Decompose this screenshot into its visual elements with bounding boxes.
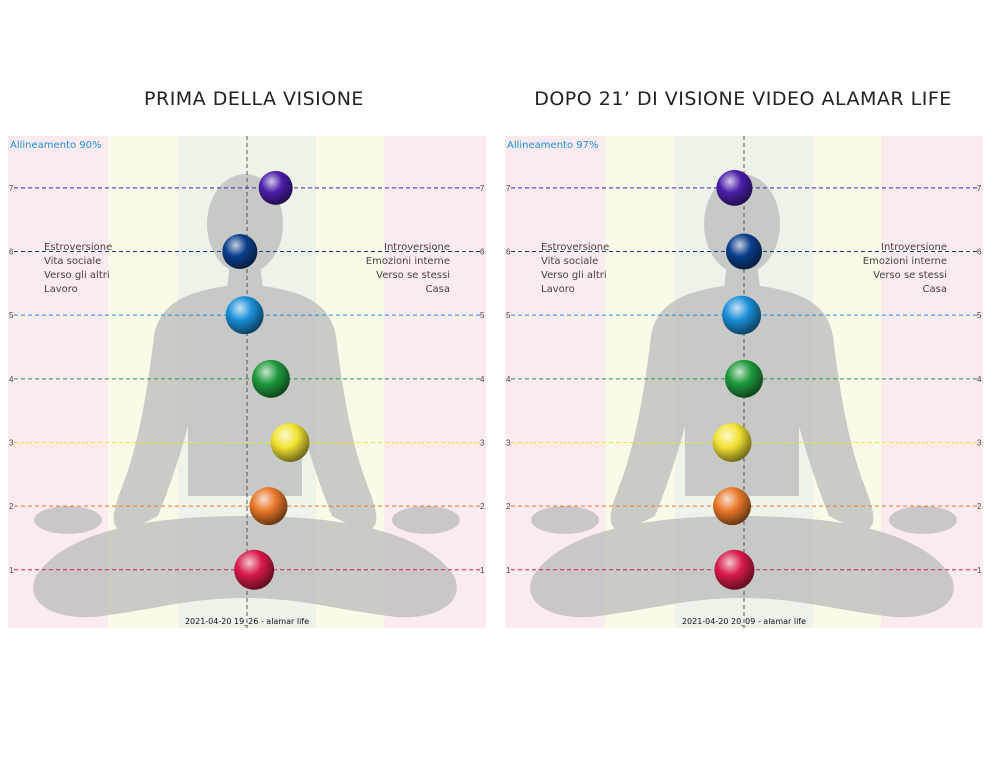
y-tick-label-left: 5 <box>506 311 511 320</box>
y-tick-label-right: 2 <box>480 502 485 511</box>
chakra-point-3 <box>712 422 752 462</box>
y-tick-label-right: 2 <box>977 502 982 511</box>
right-side-label: Verso se stessi <box>873 270 947 281</box>
left-panel-title: PRIMA DELLA VISIONE <box>144 88 364 110</box>
chart-footer: 2021-04-20 20_09 - alamar life <box>682 617 806 626</box>
y-tick-label-left: 2 <box>9 502 14 511</box>
y-tick-label-right: 6 <box>480 247 485 256</box>
y-tick-label-left: 6 <box>9 247 14 256</box>
left-side-label: Lavoro <box>44 284 78 295</box>
y-tick-label-left: 2 <box>506 502 511 511</box>
y-tick-label-right: 1 <box>977 566 982 575</box>
left-side-label: Estroversione <box>44 242 112 253</box>
y-tick-label-left: 4 <box>506 375 511 384</box>
y-tick-label-right: 3 <box>480 438 485 447</box>
chakra-point-1 <box>714 549 755 590</box>
left-side-label: Estroversione <box>541 242 609 253</box>
y-tick-label-right: 7 <box>977 184 982 193</box>
left-side-label: Verso gli altri <box>541 270 607 281</box>
alignment-label: Allineamento 97% <box>507 140 598 151</box>
chart-after: 1 1 2 2 3 3 4 4 5 5 6 6 7 7 Allineamento 97% Estroversi… <box>505 136 983 628</box>
right-side-label: Emozioni interne <box>366 256 450 267</box>
right-side-label: Introversione <box>384 242 450 253</box>
y-tick-label-right: 3 <box>977 438 982 447</box>
y-tick-label-left: 1 <box>9 566 14 575</box>
chakra-point-6 <box>726 233 762 270</box>
silhouette-left-hand <box>34 506 102 534</box>
chart-footer: 2021-04-20 19_26 - alamar life <box>185 617 309 626</box>
right-side-label: Verso se stessi <box>376 270 450 281</box>
y-tick-label-right: 6 <box>977 247 982 256</box>
y-tick-label-right: 5 <box>977 311 982 320</box>
silhouette-left-hand <box>531 506 599 534</box>
left-side-label: Lavoro <box>541 284 575 295</box>
chakra-point-2 <box>713 487 752 526</box>
y-tick-label-right: 4 <box>977 375 982 384</box>
right-panel-title: DOPO 21’ DI VISIONE VIDEO ALAMAR LIFE <box>534 88 952 110</box>
chakra-point-3 <box>270 422 310 462</box>
silhouette-torso <box>113 286 377 532</box>
y-tick-label-right: 4 <box>480 375 485 384</box>
right-side-label: Casa <box>426 284 450 295</box>
left-side-label: Vita sociale <box>541 256 598 267</box>
chakra-point-5 <box>225 296 264 335</box>
y-tick-label-left: 7 <box>506 184 511 193</box>
silhouette-right-hand <box>392 506 460 534</box>
left-side-label: Vita sociale <box>44 256 101 267</box>
chart-before: 1 1 2 2 3 3 4 4 5 5 6 6 7 7 Allineamento 90% Estroversi… <box>8 136 486 628</box>
y-tick-label-right: 5 <box>480 311 485 320</box>
y-tick-label-right: 7 <box>480 184 485 193</box>
y-tick-label-left: 3 <box>9 438 14 447</box>
alignment-label: Allineamento 90% <box>10 140 101 151</box>
chakra-point-4 <box>725 359 763 398</box>
y-tick-label-left: 7 <box>9 184 14 193</box>
y-tick-label-left: 3 <box>506 438 511 447</box>
chakra-point-7 <box>716 169 753 206</box>
silhouette-torso <box>610 286 874 532</box>
y-tick-label-left: 6 <box>506 247 511 256</box>
chakra-point-5 <box>722 295 762 335</box>
y-tick-label-left: 1 <box>506 566 511 575</box>
chakra-point-2 <box>249 487 288 526</box>
y-tick-label-left: 4 <box>9 375 14 384</box>
right-side-label: Emozioni interne <box>863 256 947 267</box>
chakra-point-6 <box>222 233 258 269</box>
chart-svg: 1 1 2 2 3 3 4 4 5 5 6 6 7 7 Allineamento 90% Estroversi… <box>8 136 486 628</box>
silhouette-right-hand <box>889 506 957 534</box>
y-tick-label-left: 5 <box>9 311 14 320</box>
right-side-label: Introversione <box>881 242 947 253</box>
chakra-point-7 <box>258 170 293 205</box>
right-side-label: Casa <box>923 284 947 295</box>
y-tick-label-right: 1 <box>480 566 485 575</box>
chakra-point-1 <box>234 549 275 590</box>
chart-svg: 1 1 2 2 3 3 4 4 5 5 6 6 7 7 Allineamento 97% Estroversi… <box>505 136 983 628</box>
chakra-point-4 <box>251 359 290 398</box>
left-side-label: Verso gli altri <box>44 270 110 281</box>
